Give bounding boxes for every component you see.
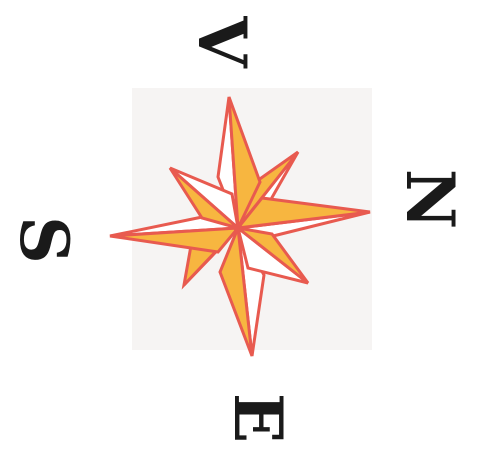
compass-label-bottom: E	[219, 393, 297, 443]
star-center-dot	[235, 225, 241, 231]
compass-label-left: S	[5, 216, 83, 264]
compass-label-top: V	[183, 15, 261, 69]
compass-label-right: N	[391, 169, 469, 229]
